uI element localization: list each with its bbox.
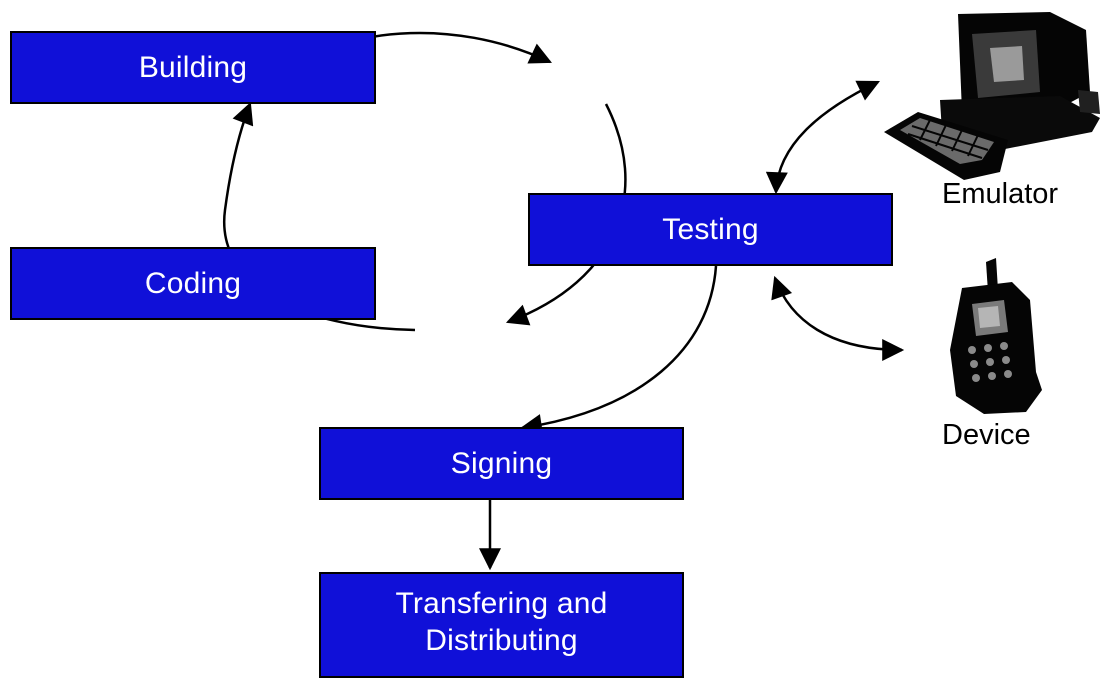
transfer-label-line-1: Transfering and	[395, 586, 608, 620]
building-label: Building	[138, 50, 248, 84]
transfer-distribute-box: Transfering and Distributing	[319, 572, 684, 678]
signing-box: Signing	[319, 427, 684, 500]
mobile-phone-icon	[950, 258, 1042, 414]
arrow-testing-device	[771, 275, 905, 361]
building-box: Building	[10, 31, 376, 104]
desktop-computer-icon	[884, 12, 1100, 180]
arrow-testing-to-signing	[519, 265, 718, 436]
coding-label: Coding	[144, 266, 242, 300]
signing-label: Signing	[450, 446, 553, 480]
transfer-label: Transfering and Distributing	[395, 585, 607, 660]
arrow-coding-to-building	[222, 101, 416, 332]
arrow-testing-emulator	[765, 80, 880, 195]
coding-box: Coding	[10, 247, 376, 320]
transfer-label-line-2: Distributing	[425, 624, 578, 657]
testing-box: Testing	[528, 193, 893, 266]
testing-label: Testing	[662, 212, 759, 246]
emulator-label: Emulator	[942, 178, 1059, 210]
device-label: Device	[942, 419, 1031, 451]
